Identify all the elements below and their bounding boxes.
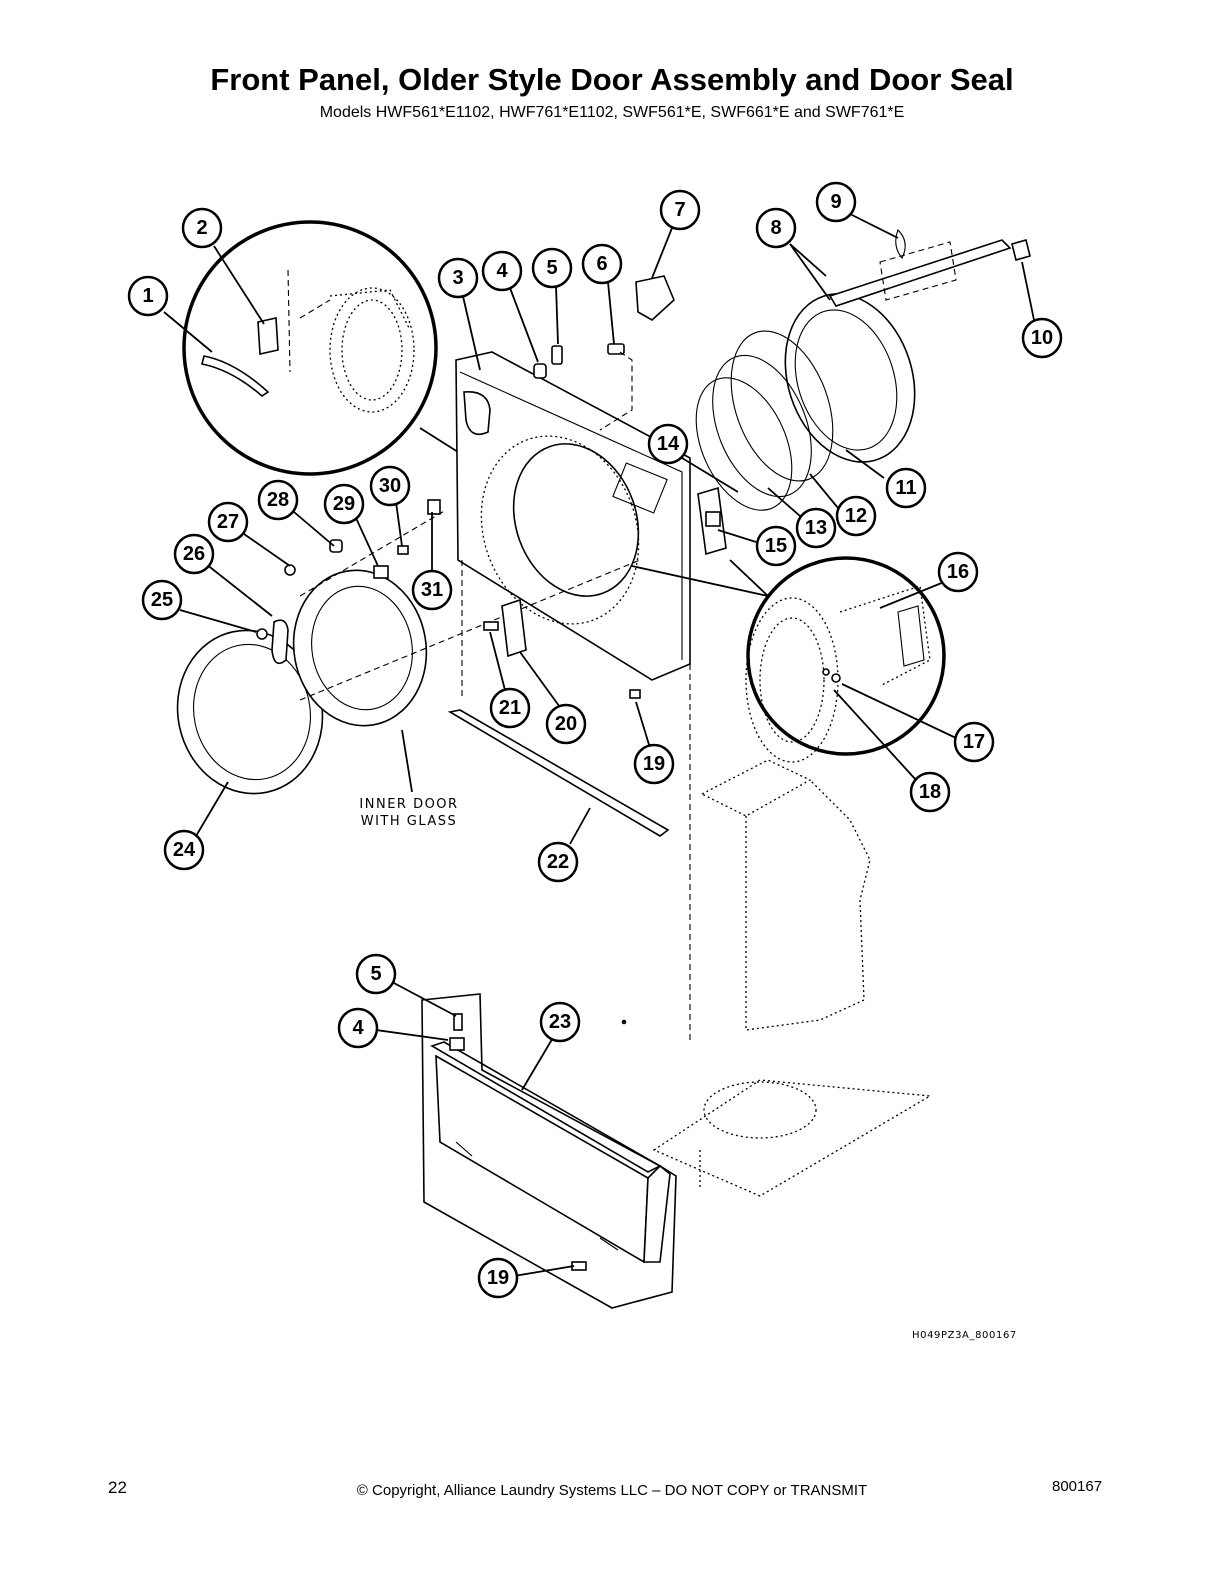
- detail-lens-right: [745, 556, 946, 763]
- toe-strip: [447, 709, 670, 837]
- kick-panel: [421, 993, 677, 1309]
- svg-text:28: 28: [267, 489, 289, 511]
- callout-13: 13: [795, 507, 837, 549]
- callout-9: 9: [815, 181, 857, 223]
- svg-text:1: 1: [142, 285, 153, 307]
- document-number: 800167: [1052, 1478, 1103, 1495]
- callout-16: 16: [937, 551, 979, 593]
- callout-19: 19: [633, 743, 675, 785]
- svg-text:10: 10: [1031, 327, 1053, 349]
- callout-23: [621, 1019, 627, 1025]
- callout-3: 3: [437, 257, 479, 299]
- callout-6: 6: [581, 243, 623, 285]
- svg-text:17: 17: [963, 731, 985, 753]
- callout-23-lower: 23: [539, 1001, 581, 1043]
- svg-text:24: 24: [173, 839, 196, 861]
- page-title: Front Panel, Older Style Door Assembly a…: [210, 62, 1014, 97]
- svg-text:23: 23: [549, 1011, 571, 1033]
- svg-text:7: 7: [674, 199, 685, 221]
- svg-text:30: 30: [379, 475, 401, 497]
- inner-door-label-line1: INNER DOOR: [359, 797, 459, 812]
- detail-lens-left: [182, 220, 438, 476]
- callout-5-lower: 5: [355, 953, 397, 995]
- page-number: 22: [108, 1478, 127, 1497]
- callout-5: 5: [531, 247, 573, 289]
- callout-4-lower: 4: [337, 1007, 379, 1049]
- callout-21: 21: [489, 687, 531, 729]
- callout-8: 8: [755, 207, 797, 249]
- callout-29: 29: [323, 483, 365, 525]
- svg-text:11: 11: [895, 477, 916, 499]
- svg-text:31: 31: [421, 579, 443, 601]
- svg-text:21: 21: [499, 697, 521, 719]
- callout-15: 15: [755, 525, 797, 567]
- hinge-hardware: [533, 275, 675, 431]
- front-panel: [455, 351, 691, 1040]
- callout-14: 14: [647, 423, 689, 465]
- callout-31: 31: [411, 569, 453, 611]
- svg-text:27: 27: [217, 511, 239, 533]
- callout-17: 17: [953, 721, 995, 763]
- screw-19: [629, 689, 641, 699]
- page-subtitle: Models HWF561*E1102, HWF761*E1102, SWF56…: [319, 104, 905, 121]
- svg-text:19: 19: [643, 753, 665, 775]
- callout-27: 27: [207, 501, 249, 543]
- svg-text:20: 20: [555, 713, 577, 735]
- callout-19-lower: 19: [477, 1257, 519, 1299]
- callout-28: 28: [257, 479, 299, 521]
- callout-2: 2: [181, 207, 223, 249]
- callout-30: 30: [369, 465, 411, 507]
- callout-26: 26: [173, 533, 215, 575]
- door-latch: [697, 486, 727, 556]
- callout-4: 4: [481, 250, 523, 292]
- svg-text:12: 12: [845, 505, 867, 527]
- callout-18: 18: [909, 771, 951, 813]
- svg-text:26: 26: [183, 543, 205, 565]
- svg-text:2: 2: [196, 217, 207, 239]
- drawing-code: H049PZ3A_800167: [912, 1330, 1017, 1341]
- hinge-plate: [483, 598, 527, 658]
- svg-text:5: 5: [370, 963, 381, 985]
- svg-text:5: 5: [546, 257, 557, 279]
- leader-lines: [163, 213, 1035, 1277]
- callout-25: 25: [141, 579, 183, 621]
- svg-text:15: 15: [765, 535, 787, 557]
- svg-text:29: 29: [333, 493, 355, 515]
- door-assembly: [176, 499, 641, 795]
- svg-text:8: 8: [770, 217, 781, 239]
- callout-20: 20: [545, 703, 587, 745]
- svg-text:9: 9: [830, 191, 841, 213]
- callout-24: 24: [163, 829, 205, 871]
- door-seal-assembly: [695, 229, 1031, 511]
- inner-door-label-line2: WITH GLASS: [360, 814, 458, 829]
- svg-text:14: 14: [657, 433, 680, 455]
- callout-11: 11: [885, 467, 927, 509]
- svg-text:16: 16: [947, 561, 969, 583]
- svg-text:22: 22: [547, 851, 569, 873]
- copyright-notice: © Copyright, Alliance Laundry Systems LL…: [356, 1482, 868, 1499]
- cabinet-outline: [652, 759, 933, 1197]
- callout-1: 1: [127, 275, 169, 317]
- svg-text:4: 4: [352, 1017, 364, 1039]
- svg-text:4: 4: [496, 260, 508, 282]
- inner-door-label: INNER DOOR WITH GLASS: [344, 796, 474, 830]
- callout-12: 12: [835, 495, 877, 537]
- svg-text:13: 13: [805, 517, 827, 539]
- callout-22: 22: [537, 841, 579, 883]
- svg-text:3: 3: [452, 267, 463, 289]
- callout-10: 10: [1021, 317, 1063, 359]
- callout-7: 7: [659, 189, 701, 231]
- svg-text:19: 19: [487, 1267, 509, 1289]
- svg-text:25: 25: [151, 589, 173, 611]
- svg-text:18: 18: [919, 781, 941, 803]
- svg-text:6: 6: [596, 253, 607, 275]
